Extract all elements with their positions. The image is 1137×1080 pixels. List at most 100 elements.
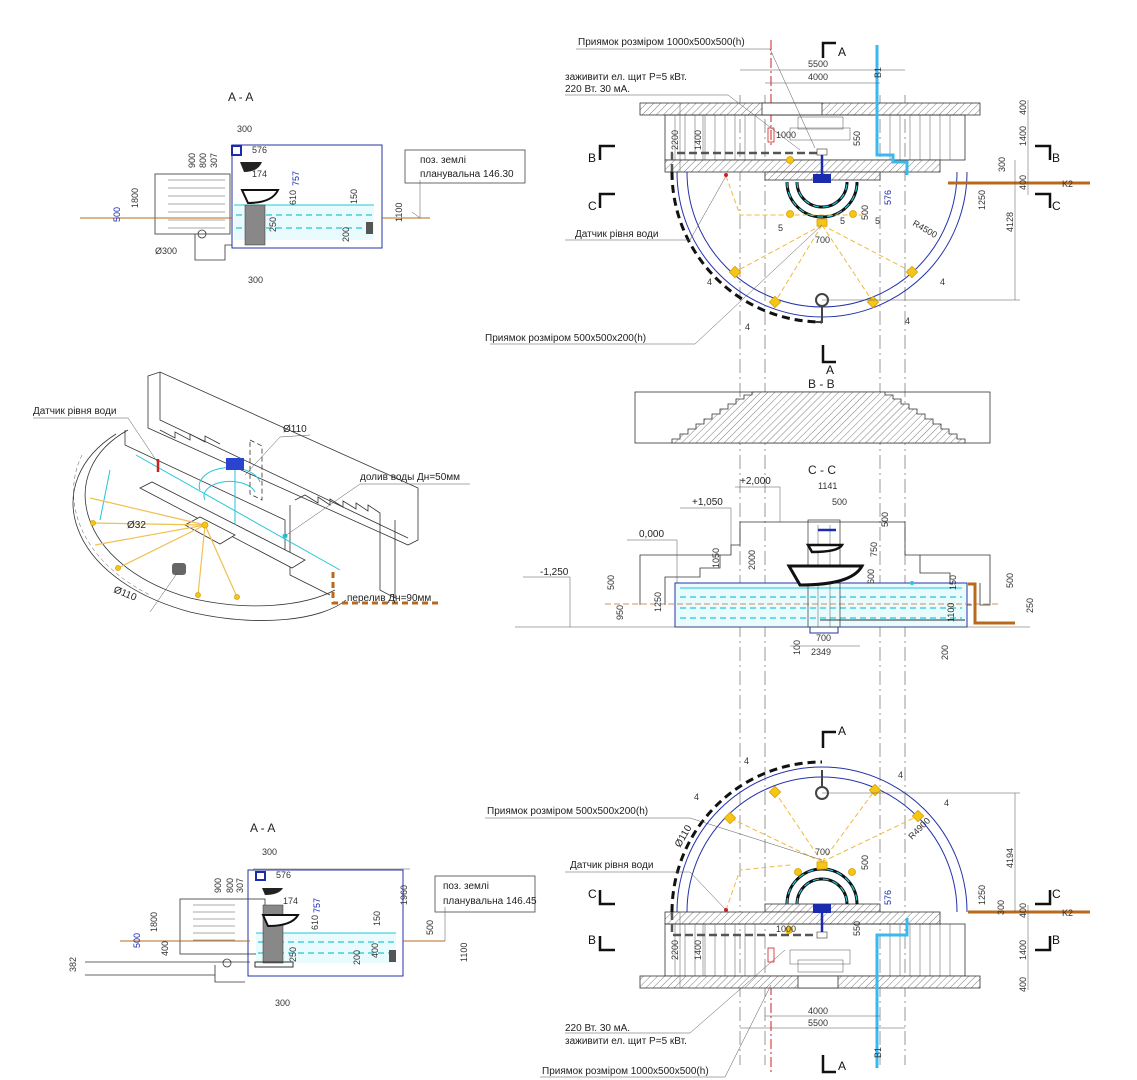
dim: 700: [816, 633, 831, 643]
level-mark: +1,050: [692, 497, 723, 508]
section-mark-label: C: [588, 887, 597, 901]
dim: 576: [252, 145, 267, 155]
section-mark-label: A: [838, 1059, 846, 1073]
dim: 2000: [747, 550, 757, 570]
dim: 200: [940, 645, 950, 660]
dim: 600: [866, 569, 876, 584]
section-title: A - A: [228, 90, 253, 104]
dim: 300: [996, 900, 1006, 915]
section-mark-b: [598, 144, 615, 160]
dim: 2349: [811, 647, 831, 657]
dim: 250: [268, 217, 278, 232]
dim: 500: [832, 497, 847, 507]
dim: Ø300: [155, 246, 177, 256]
pump-icon: [813, 904, 831, 913]
pipe-300-icon: [197, 229, 207, 239]
fountain-column: [244, 204, 266, 246]
pump-icon: [226, 458, 244, 470]
dim: 500: [860, 855, 870, 870]
dim: 750: [869, 542, 879, 557]
pipe-label: Ø32: [127, 520, 146, 531]
dim: 800: [225, 878, 235, 893]
dim: 1000: [776, 130, 796, 140]
dim: 5: [875, 216, 880, 226]
dim: 610: [288, 190, 298, 205]
level-mark: 0,000: [639, 529, 664, 540]
plan-top: Приямок розміром 1000x500x500(h) заживит…: [485, 37, 1090, 377]
dim: 1800: [149, 912, 159, 932]
dim: 150: [372, 911, 382, 926]
pump-icon: [231, 145, 242, 156]
dim: 4: [944, 798, 949, 808]
ground-level-box: [434, 875, 536, 913]
dim: 500: [1005, 573, 1015, 588]
dim: 500: [606, 575, 616, 590]
section-aa-bottom: A - A поз. землі планувальна 146.45 300 …: [68, 821, 537, 1008]
sensor-label: Датчик рівня води: [575, 229, 658, 240]
dim: 1141: [818, 481, 837, 491]
power-supply-label: заживити ел. щит Р=5 кВт.: [565, 1036, 687, 1047]
dim: 150: [349, 189, 359, 204]
dim: 5: [778, 223, 783, 233]
section-mark-label: A: [826, 363, 834, 377]
section-title: B - B: [808, 377, 835, 391]
dim: 1250: [977, 190, 987, 210]
dim: 4: [745, 322, 750, 332]
nozzle-icons: [723, 783, 925, 934]
section-mark-a: [821, 345, 836, 364]
section-mark-label: A: [838, 724, 846, 738]
dim: 700: [815, 847, 830, 857]
power-supply-rating: 220 Вт. 30 мА.: [565, 1023, 630, 1034]
dim: 900: [213, 878, 223, 893]
overflow-label: перелив Дн=90мм: [347, 593, 431, 604]
axis-guides: [739, 40, 906, 1072]
dim: 576: [883, 190, 893, 205]
dim: 400: [1018, 100, 1028, 115]
power-supply-label: заживити ел. щит Р=5 кВт.: [565, 72, 687, 83]
dim: 400: [370, 943, 380, 958]
dim: 1800: [130, 188, 140, 208]
section-mark-c: [598, 890, 615, 906]
power-supply-rating: 220 Вт. 30 мА.: [565, 84, 630, 95]
dim: 500: [132, 933, 142, 948]
water-supply-label: B1: [873, 67, 883, 78]
dim: 150: [948, 575, 958, 590]
dim: 1250: [977, 885, 987, 905]
section-mark-c: [1035, 890, 1052, 906]
dim: 900: [187, 153, 197, 168]
dim: 1250: [653, 592, 663, 612]
section-mark-c: [1035, 192, 1052, 208]
dim: 174: [283, 896, 298, 906]
section-mark-label: B: [588, 933, 596, 947]
dim: 950: [615, 605, 625, 620]
section-mark-label: C: [1052, 887, 1061, 901]
section-mark-label: C: [1052, 199, 1061, 213]
section-mark-c: [598, 192, 615, 208]
ground-level-value: планувальна 146.45: [443, 896, 537, 907]
dim: 4000: [808, 1006, 828, 1016]
sewer-label: K2: [1062, 908, 1073, 918]
dim: 4000: [808, 72, 828, 82]
ground-level-box: [404, 149, 526, 184]
section-title: C - C: [808, 463, 836, 477]
water-supply-b1: [875, 45, 909, 175]
overflow-pipe: [331, 572, 440, 605]
water-supply-label: B1: [873, 1047, 883, 1058]
section-mark-b: [1035, 936, 1052, 952]
dim: 500: [425, 920, 435, 935]
level-mark: +2,000: [740, 476, 771, 487]
dim: 550: [852, 131, 862, 146]
dim: 2200: [670, 130, 680, 150]
dim: 1400: [1018, 126, 1028, 146]
section-cc: C - C -1,250 0,000 +1,050 +2,000 1141 50…: [515, 463, 1035, 660]
dim: 576: [276, 870, 291, 880]
dim: R4500: [911, 218, 939, 240]
dim: 382: [68, 957, 78, 972]
dim: 1100: [946, 603, 956, 622]
dim: 500: [112, 207, 122, 222]
section-bb: B - B: [634, 377, 991, 444]
dim: 4: [898, 770, 903, 780]
dim: 1400: [693, 130, 703, 150]
dim: 1400: [1018, 940, 1028, 960]
